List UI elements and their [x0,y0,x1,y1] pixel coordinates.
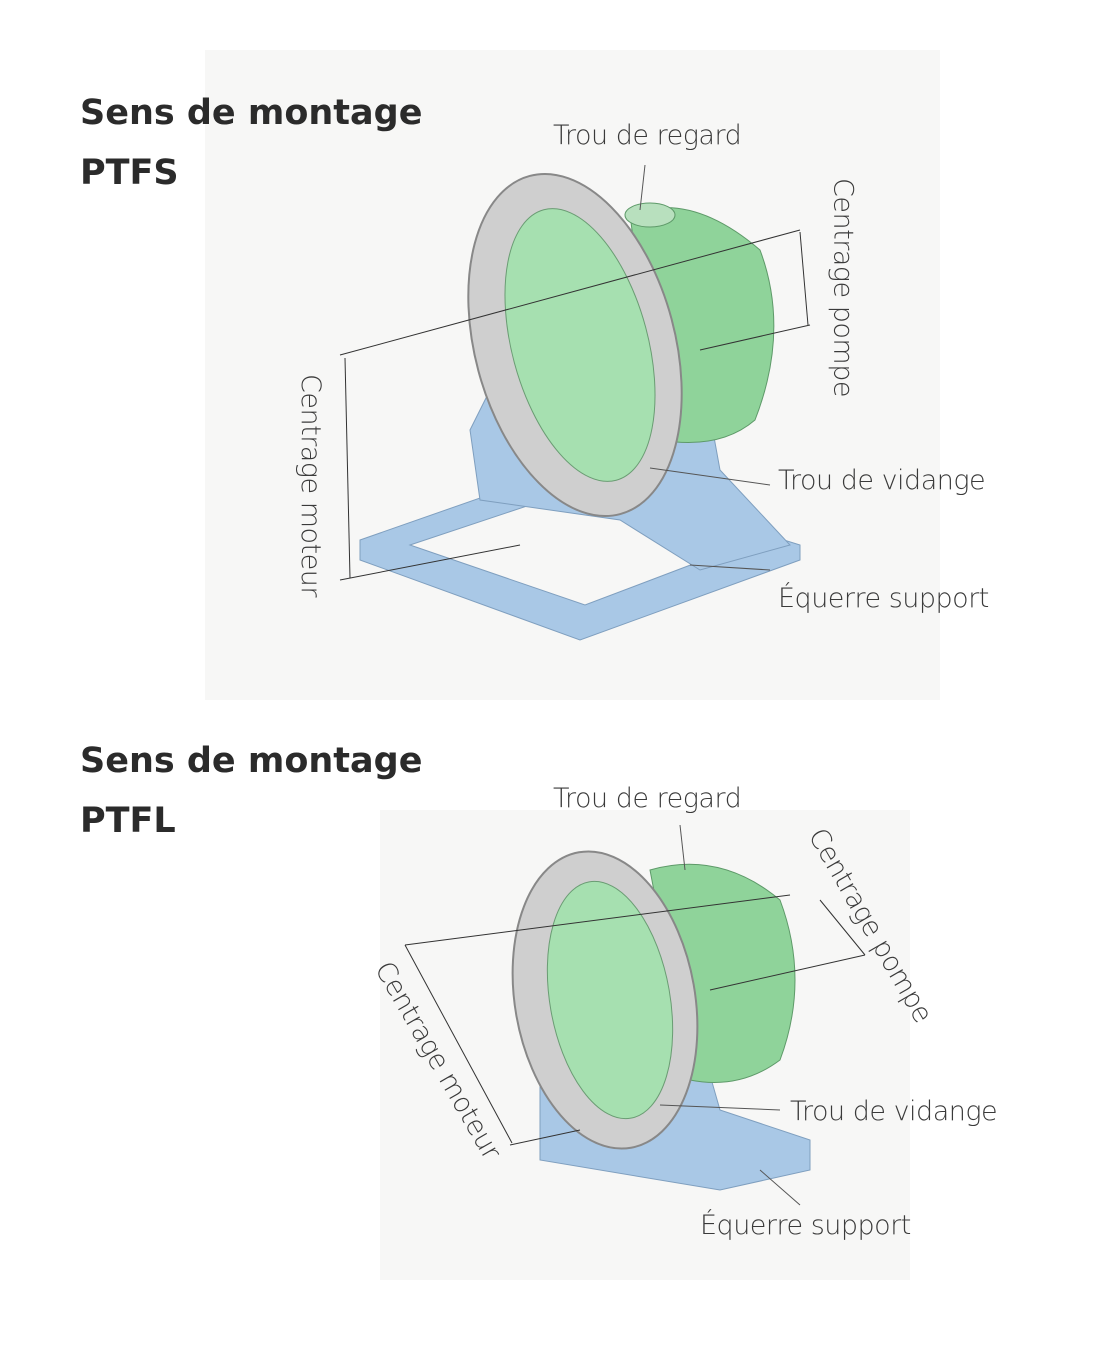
label-trou-vidange: Trou de vidange [790,1096,998,1127]
label-equerre-support: Équerre support [778,583,989,614]
section-title-ptfs: Sens de montage PTFS [80,83,422,203]
label-centrage-pompe: Centrage pompe [827,178,859,397]
label-trou-regard: Trou de regard [553,783,742,814]
label-trou-vidange: Trou de vidange [778,465,986,496]
section-title-ptfl: Sens de montage PTFL [80,731,422,851]
title-line1: Sens de montage [80,93,423,133]
title-line2: PTFS [80,153,179,193]
label-trou-regard: Trou de regard [553,120,742,151]
label-centrage-moteur: Centrage moteur [295,374,326,597]
title-line2: PTFL [80,801,176,841]
title-line1: Sens de montage [80,741,423,781]
ptfl-drawing [404,824,866,1206]
ptfs-drawing [339,164,811,641]
label-equerre-support: Équerre support [700,1210,911,1241]
